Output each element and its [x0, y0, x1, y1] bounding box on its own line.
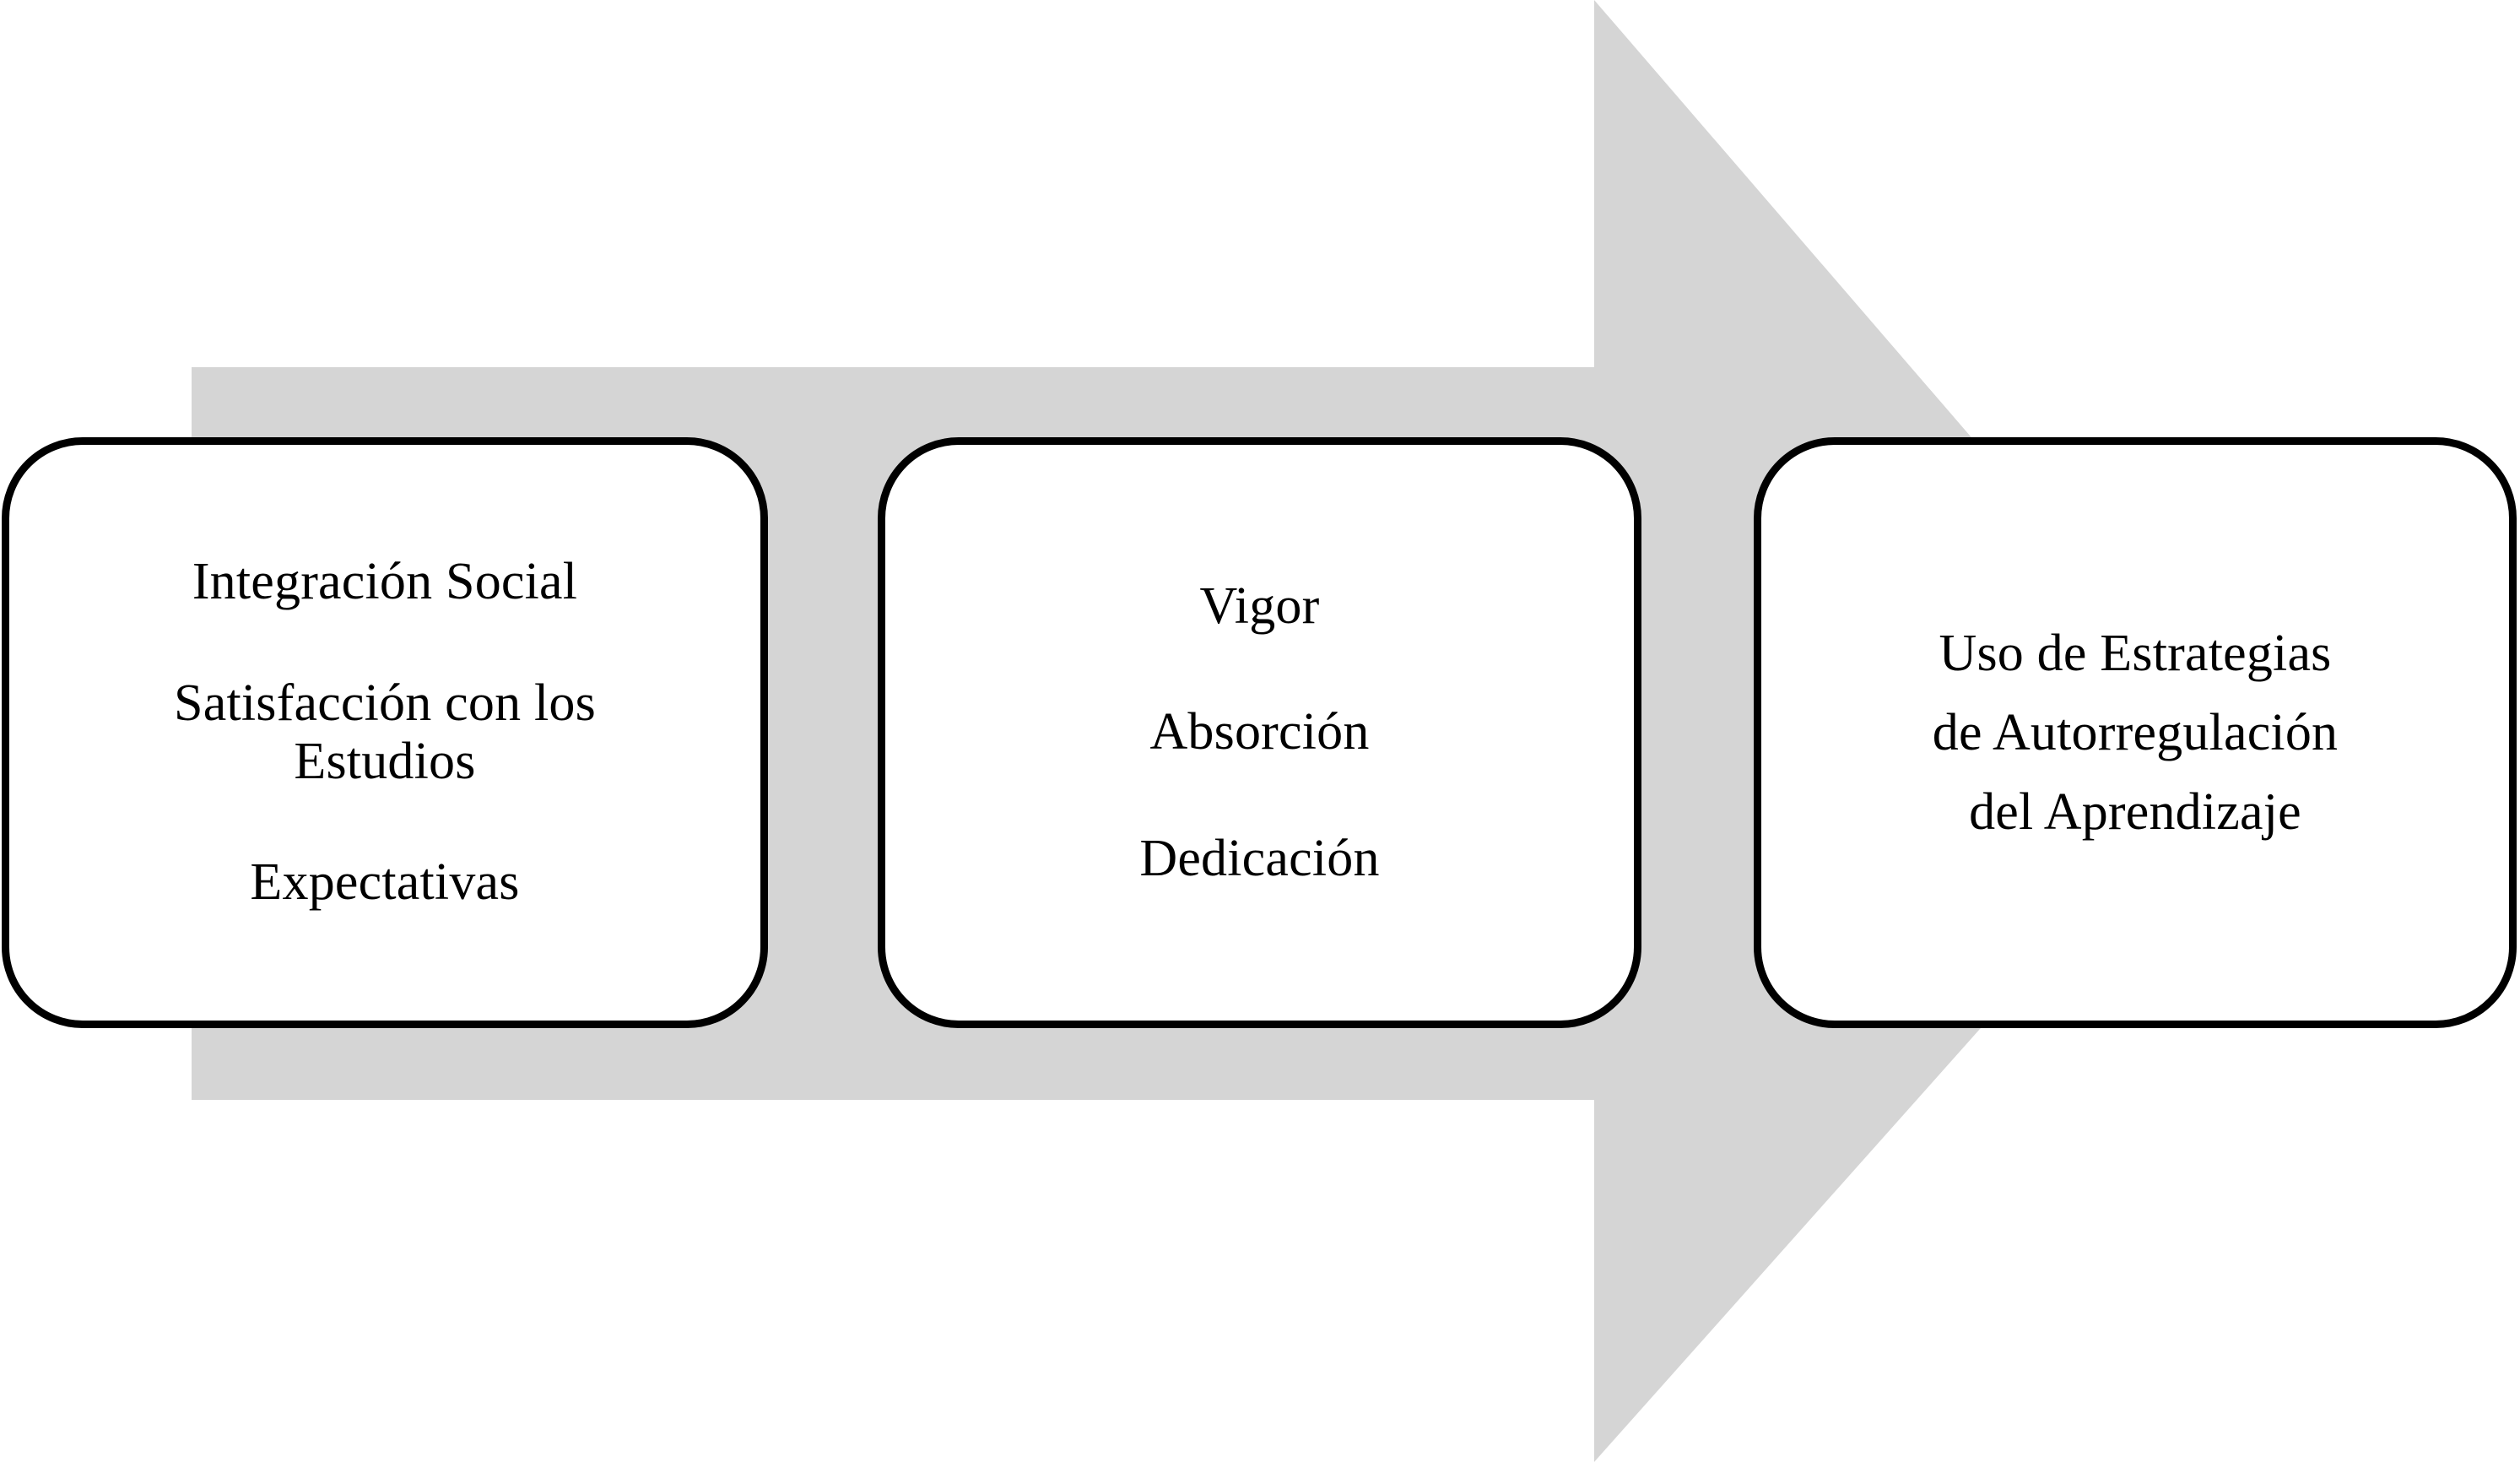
node-line-expectativas: Expectativas — [250, 853, 520, 912]
node-text-group-engagement: Vigor Absorción Dedicación — [885, 577, 1634, 888]
node-line-absorcion: Absorción — [1149, 703, 1370, 761]
node-box-resultado[interactable]: Uso de Estrategias de Autorregulación de… — [1754, 437, 2517, 1028]
node-text-group-antecedentes: Integración Social Satisfacción con los … — [9, 553, 760, 912]
node-line-uso-estrategias-autorregulacion: Uso de Estrategias de Autorregulación de… — [1932, 624, 2339, 842]
node-box-engagement[interactable]: Vigor Absorción Dedicación — [878, 437, 1641, 1028]
node-line-satisfaccion-estudios: Satisfacción con los Estudios — [174, 674, 596, 790]
node-box-antecedentes[interactable]: Integración Social Satisfacción con los … — [2, 437, 768, 1028]
node-text-group-resultado: Uso de Estrategias de Autorregulación de… — [1761, 614, 2509, 853]
node-line-integracion-social: Integración Social — [192, 553, 578, 611]
node-line-dedicacion: Dedicación — [1139, 829, 1380, 887]
node-line-vigor: Vigor — [1199, 577, 1320, 635]
